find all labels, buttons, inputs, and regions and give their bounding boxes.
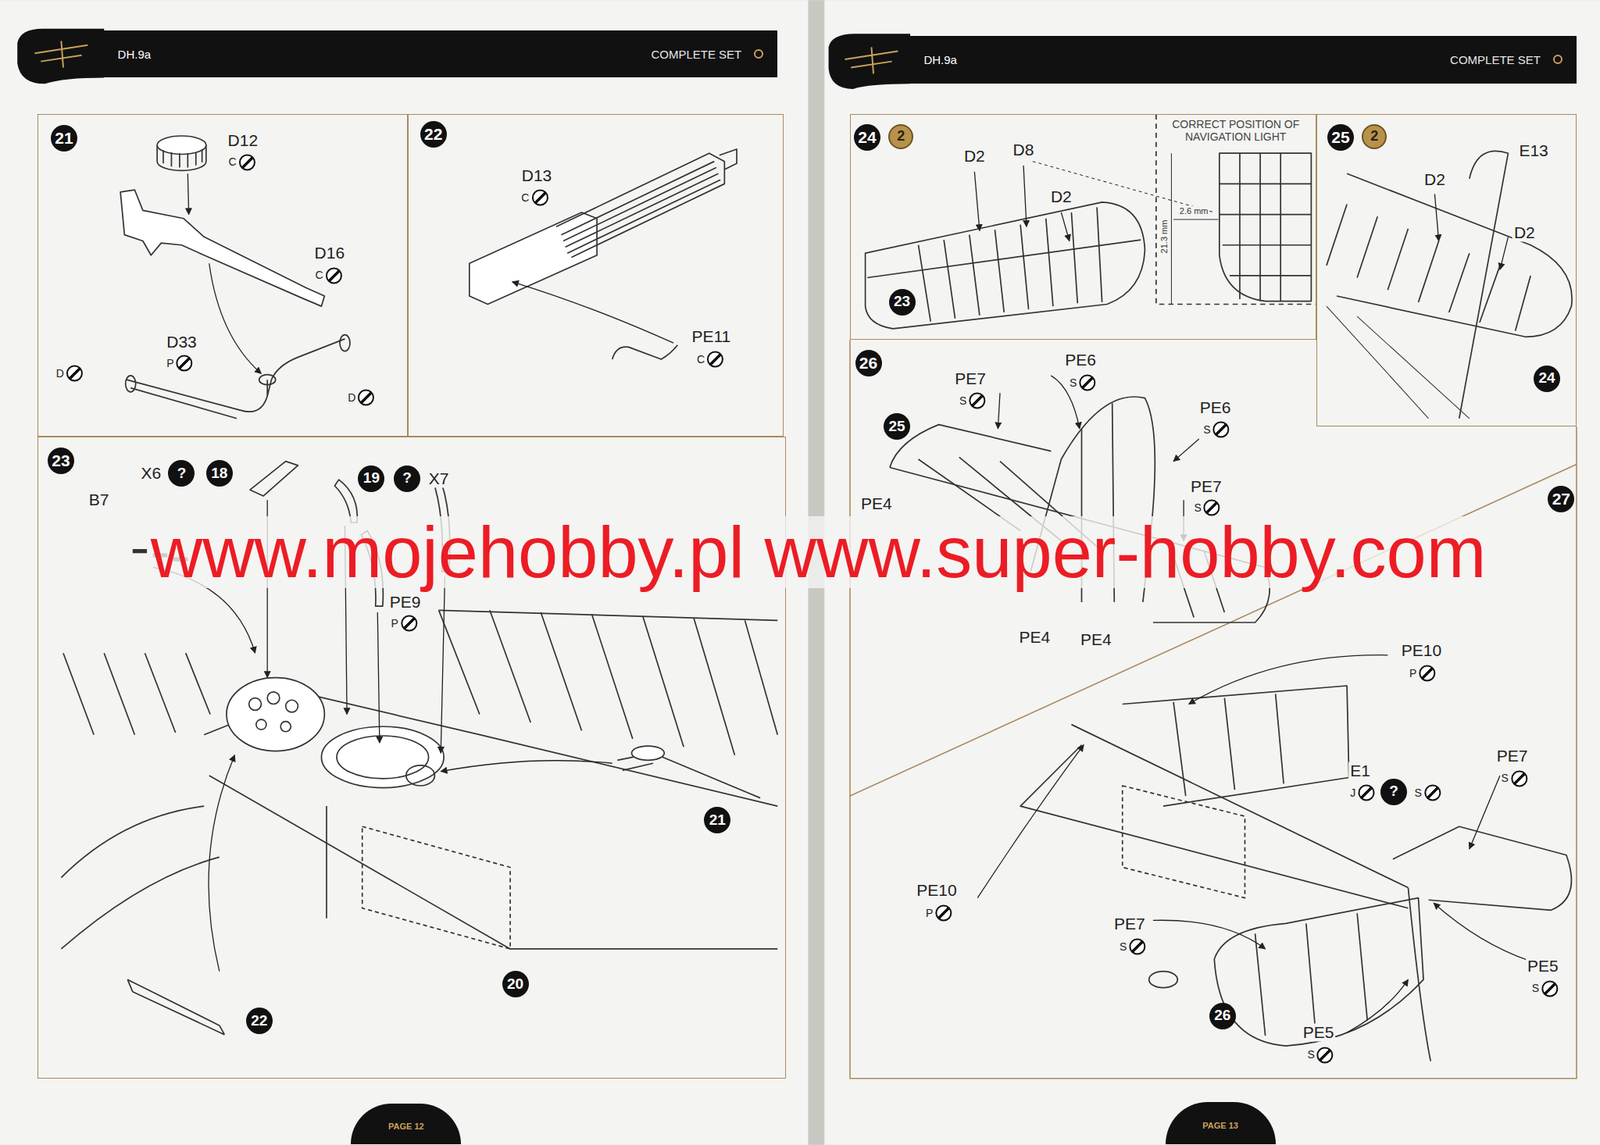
callout-number: 25 [883,413,911,440]
step-number: 21 [50,125,78,152]
material-code: S [1118,939,1147,956]
step-panel: 24 [850,114,1317,340]
material-code: S [1202,421,1230,438]
note-text: CORRECT POSITION OF NAVIGATION LIGHT [1157,118,1315,143]
sequence-badge: 2 [888,124,914,150]
part-number: PE5 [1301,1023,1336,1042]
callout-number: ? [393,465,421,493]
material-code: S [1531,980,1559,997]
callout-number: 21 [703,807,731,834]
page-number: PAGE 12 [388,1121,425,1132]
set-name: COMPLETE SET [1450,53,1541,67]
material-code: C [314,267,343,284]
part-number: E13 [1517,142,1550,161]
step-number: 23 [47,447,75,475]
callout-number: 18 [206,460,233,487]
part-number: D8 [1011,140,1036,159]
part-number: D2 [1422,170,1447,189]
callout-number: ? [1380,778,1408,806]
part-number: PE10 [1400,642,1443,661]
model-name: DH.9a [117,47,152,61]
page-number: PAGE 13 [1202,1121,1239,1131]
part-number: PE5 [1525,957,1561,975]
material-code: S [1306,1046,1334,1064]
part-number: D2 [1512,223,1537,242]
callout-number: 24 [1533,365,1561,393]
bullet-dot [753,49,764,59]
material-code: P [390,615,418,633]
part-number: D2 [962,146,987,165]
header-band: DH.9a COMPLETE SET [102,30,779,78]
part-number: PE7 [1112,915,1147,934]
material-code: D [346,389,375,407]
header-band: DH.9a COMPLETE SET [907,35,1577,84]
material-code: S [1500,770,1529,787]
part-number: D12 [226,132,261,150]
part-number: PE9 [388,592,423,611]
part-number: X6 [139,464,163,483]
callout-number: 19 [357,465,385,493]
callout-number: 23 [889,289,916,316]
callout-number: ? [167,460,195,487]
material-code: S [1068,374,1097,391]
material-code: P [165,354,193,372]
part-number: D33 [164,332,199,351]
part-number: PE6 [1198,399,1233,418]
dimension: 21.3 mm [1159,220,1169,254]
material-code: S [1192,500,1221,517]
part-number: E1 [1348,762,1372,781]
step-number: 27 [1547,485,1575,513]
part-number: D16 [313,243,347,262]
step-panel: 22 [407,114,784,437]
step-panel: 21 [37,114,408,437]
material-code: J [1349,784,1375,801]
part-number: PE11 [689,327,733,346]
part-number: D13 [520,166,554,185]
step-number: 24 [853,124,881,151]
part-number: PE10 [914,882,958,900]
part-number: PE7 [1189,477,1224,496]
callout-number: 22 [246,1007,273,1035]
sequence-badge: 2 [1361,124,1387,150]
part-number: PE7 [1495,746,1530,765]
set-name: COMPLETE SET [650,47,742,61]
part-number: PE4 [859,495,894,514]
callout-number: 20 [502,971,529,998]
material-code: P [925,904,953,922]
part-number: B7 [87,490,111,509]
part-number: X7 [427,469,451,488]
part-number: PE6 [1063,351,1098,370]
model-name: DH.9a [923,53,958,67]
step-number: 25 [1327,124,1354,151]
step-number: 26 [855,350,883,377]
watermark: www.mojehobby.pl www.super-hobby.com [147,516,1490,589]
material-code: P [1408,665,1436,683]
material-code: C [696,350,725,368]
callout-number: 26 [1209,1003,1236,1030]
step-number: 22 [420,121,447,148]
material-code: D [55,365,84,383]
part-number: PE4 [1078,630,1114,649]
material-code: S [958,392,986,410]
part-number: D2 [1049,188,1074,207]
material-code: S [1414,784,1442,801]
part-number: PE7 [953,369,988,388]
bullet-dot [1553,54,1563,65]
material-code: C [227,153,256,171]
material-code: C [520,189,549,207]
dimension: 2.6 mm [1179,206,1209,216]
part-number: PE4 [1017,628,1053,647]
